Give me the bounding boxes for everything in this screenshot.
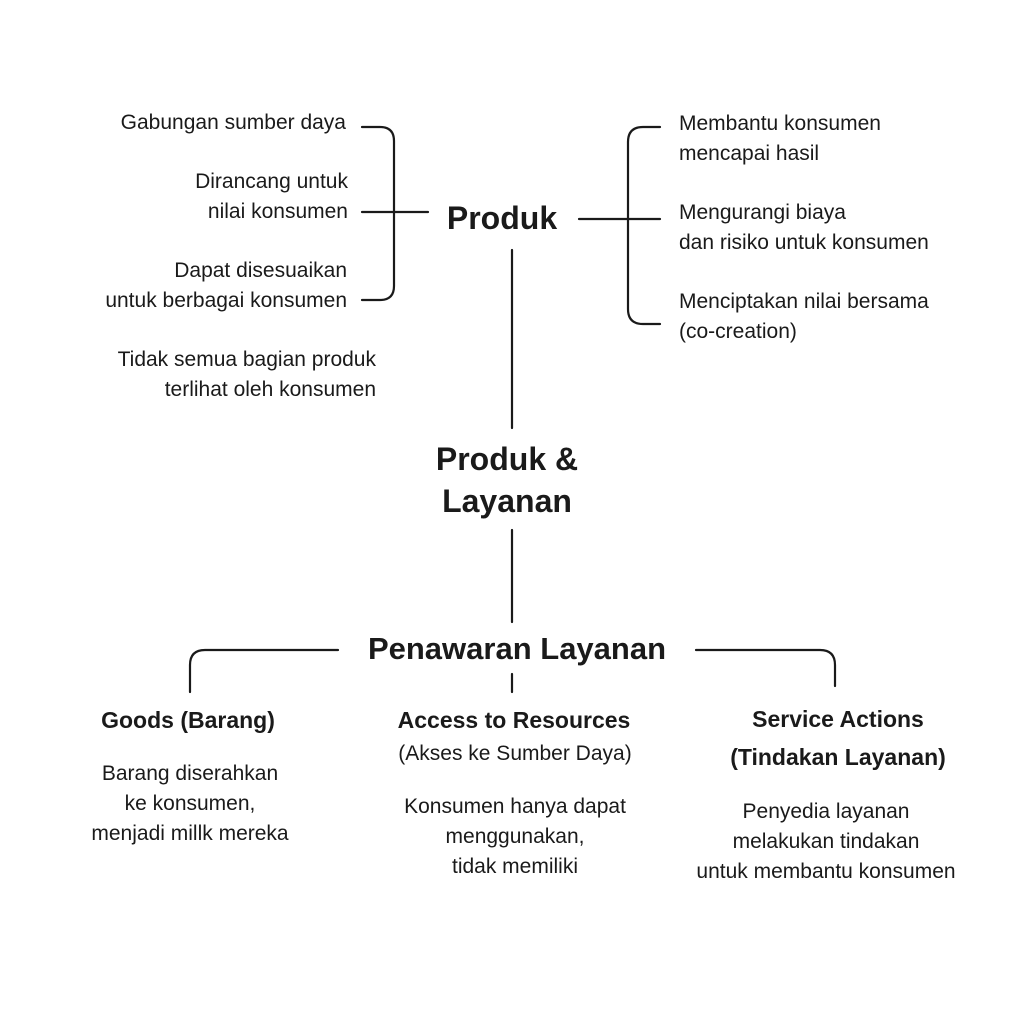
text-line: Dapat disesuaikan [174,259,347,282]
offering-right-bracket [694,648,837,688]
text-line: melakukan tindakan [732,830,920,853]
left-bracket [360,125,396,302]
produk-attribute-1: Gabungan sumber daya [30,108,346,138]
text-line: untuk membantu konsumen [696,860,956,883]
text-line: Tidak semua bagian produk [117,348,376,371]
goods-description: Barang diserahkan ke konsumen, menjadi m… [40,759,340,849]
text-line: Produk & [435,441,579,477]
produk-benefit-3: Menciptakan nilai bersama (co-creation) [679,287,1014,347]
offering-title: Penawaran Layanan [367,631,667,666]
produk-attribute-2: Dirancang untuk nilai konsumen [30,167,348,227]
goods-title: Goods (Barang) [101,707,275,733]
text-line: nilai konsumen [207,200,348,223]
text-line: Menciptakan nilai bersama [679,290,929,313]
text-line: Layanan [442,483,572,519]
produk-note: Tidak semua bagian produk terlihat oleh … [40,345,376,405]
text-line: Penyedia layanan [742,800,910,823]
text-line: ke konsumen, [124,792,256,815]
text-line: terlihat oleh konsumen [164,378,376,401]
produk-title: Produk [446,200,558,236]
text-line: menjadi millk mereka [91,822,289,845]
access-description: Konsumen hanya dapat menggunakan, tidak … [360,792,670,882]
text-line: dan risiko untuk konsumen [679,231,929,254]
text-line: Gabungan sumber daya [120,111,346,134]
access-title: Access to Resources [397,707,631,733]
text-line: Mengurangi biaya [679,201,846,224]
text-line: Membantu konsumen [679,112,881,135]
produk-benefit-1: Membantu konsumen mencapai hasil [679,109,1009,169]
service-actions-subtitle: (Tindakan Layanan) [730,744,946,770]
text-line: mencapai hasil [679,142,820,165]
text-line: Konsumen hanya dapat [404,795,626,818]
text-line: untuk berbagai konsumen [105,289,347,312]
text-line: Dirancang untuk [195,170,348,193]
right-bracket [626,125,662,326]
text-line: menggunakan, [445,825,585,848]
produk-benefit-2: Mengurangi biaya dan risiko untuk konsum… [679,198,1014,258]
text-line: (co-creation) [679,320,797,343]
access-subtitle: (Akses ke Sumber Daya) [398,742,632,765]
offering-left-bracket [188,648,340,694]
text-line: tidak memiliki [451,855,579,878]
service-actions-title: Service Actions [752,706,924,732]
service-actions-description: Penyedia layanan melakukan tindakan untu… [670,797,982,887]
produk-attribute-3: Dapat disesuaikan untuk berbagai konsume… [30,256,347,316]
center-title: Produk & Layanan [384,438,630,522]
text-line: Barang diserahkan [101,762,279,785]
